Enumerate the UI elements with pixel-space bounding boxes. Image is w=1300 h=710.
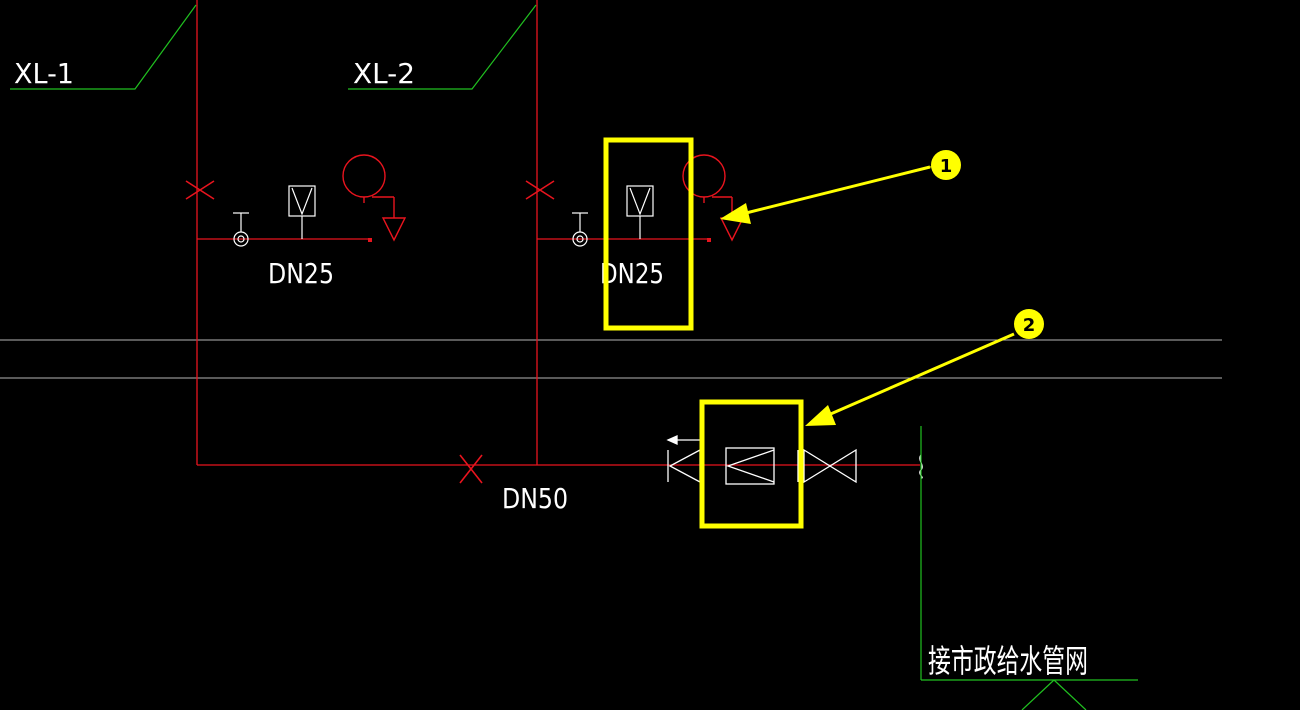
check-valve-icon [666, 434, 701, 484]
callout-2-marker: 2 [1014, 309, 1044, 339]
pump-tank-icon [342, 154, 407, 242]
water-meter-icon [725, 447, 775, 485]
pressure-gauge-icon [572, 212, 588, 247]
branch-2-size-label: DN25 [600, 257, 664, 290]
highlights [603, 137, 804, 529]
callout-arrows [720, 164, 1015, 426]
valve-x-main [459, 454, 483, 484]
callout-arrow-2 [805, 332, 1015, 426]
municipal-supply-label: 接市政给水管网 [928, 642, 1088, 680]
branch-1-fixtures [233, 154, 407, 247]
branch-2-end-marker [707, 238, 711, 242]
pipes [196, 0, 920, 466]
flow-meter-icon [626, 185, 654, 239]
callout-2-number: 2 [1023, 315, 1036, 336]
main-line-fittings [666, 434, 857, 485]
riser-1-leader [10, 4, 197, 90]
riser-2-leader [348, 4, 537, 90]
valve-x-riser-2 [525, 180, 555, 200]
callout-arrow-1 [720, 164, 947, 224]
pressure-gauge-icon [233, 212, 249, 247]
callout-1-marker: 1 [931, 150, 961, 180]
gate-valves [185, 180, 555, 484]
butterfly-valve-icon [797, 448, 857, 484]
branch-2-fixtures [572, 154, 745, 247]
highlight-box-2 [699, 399, 804, 529]
flow-meter-icon [288, 185, 316, 239]
valve-x-riser-1 [185, 180, 215, 200]
riser-2-label: XL-2 [353, 57, 415, 90]
riser-1-label: XL-1 [14, 57, 74, 90]
branch-1-end-marker [368, 238, 372, 242]
riser-leaders [10, 4, 537, 90]
reference-lines [0, 339, 1222, 379]
highlight-box-1 [603, 137, 694, 331]
municipal-leader [920, 426, 1138, 710]
main-size-label: DN50 [502, 482, 568, 515]
callout-1-number: 1 [940, 156, 953, 177]
branch-1-size-label: DN25 [268, 257, 334, 290]
